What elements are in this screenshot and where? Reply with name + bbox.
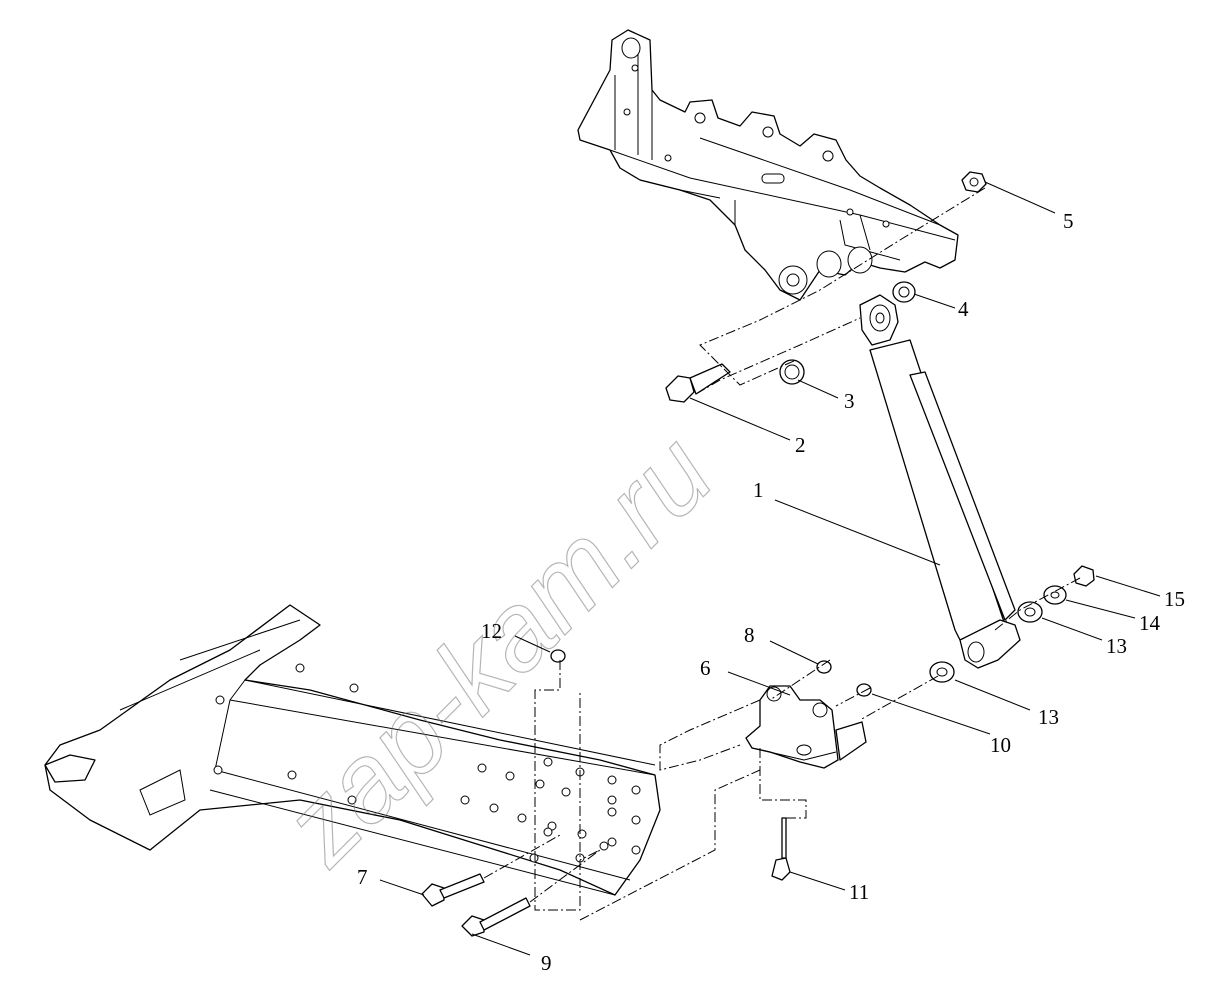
frame-hole [543, 757, 553, 767]
callout-7: 7 [357, 865, 368, 889]
callout-15: 15 [1164, 587, 1185, 611]
callout-12: 12 [481, 619, 502, 643]
callout-8: 8 [744, 623, 755, 647]
frame-hole [460, 795, 470, 805]
upper-fasteners [665, 171, 987, 403]
callout-5: 5 [1063, 209, 1074, 233]
frame-hole [631, 815, 641, 825]
callout-labels: 1 2 3 4 5 6 7 8 9 10 11 12 13 13 14 15 [357, 209, 1185, 975]
frame-hole [517, 813, 527, 823]
frame-hole [577, 829, 587, 839]
leader-lines [379, 181, 1161, 956]
callout-2: 2 [795, 433, 806, 457]
frame-holes [213, 663, 641, 863]
frame-hole [477, 763, 487, 773]
callout-9: 9 [541, 951, 552, 975]
frame-hole [295, 663, 305, 673]
callout-6: 6 [700, 656, 711, 680]
lower-fasteners [421, 565, 1095, 937]
shock-absorber-cylinder [859, 294, 1021, 669]
frame-hole [349, 683, 359, 693]
frame-hole [213, 765, 223, 775]
frame-hole [505, 771, 515, 781]
callout-3: 3 [844, 389, 855, 413]
frame-hole [215, 695, 225, 705]
frame-hole [599, 841, 609, 851]
frame-hole [287, 770, 297, 780]
callout-14: 14 [1139, 611, 1161, 635]
assembly-center-lines [483, 187, 1081, 921]
upper-cab-bracket [577, 29, 959, 301]
frame-hole [607, 775, 617, 785]
callout-10: 10 [990, 733, 1011, 757]
callout-4: 4 [958, 297, 969, 321]
callout-13-upper: 13 [1106, 634, 1127, 658]
frame-hole [529, 853, 539, 863]
callout-1: 1 [753, 478, 764, 502]
frame-hole [631, 845, 641, 855]
frame-hole [347, 795, 357, 805]
frame-rail [44, 604, 661, 896]
frame-hole [607, 795, 617, 805]
frame-hole [543, 827, 553, 837]
frame-hole [561, 787, 571, 797]
frame-hole [535, 779, 545, 789]
frame-hole [631, 785, 641, 795]
callout-13-lower: 13 [1038, 705, 1059, 729]
callout-11: 11 [849, 880, 869, 904]
lower-bracket [745, 685, 867, 769]
frame-hole [607, 807, 617, 817]
frame-hole [607, 837, 617, 847]
frame-hole [489, 803, 499, 813]
